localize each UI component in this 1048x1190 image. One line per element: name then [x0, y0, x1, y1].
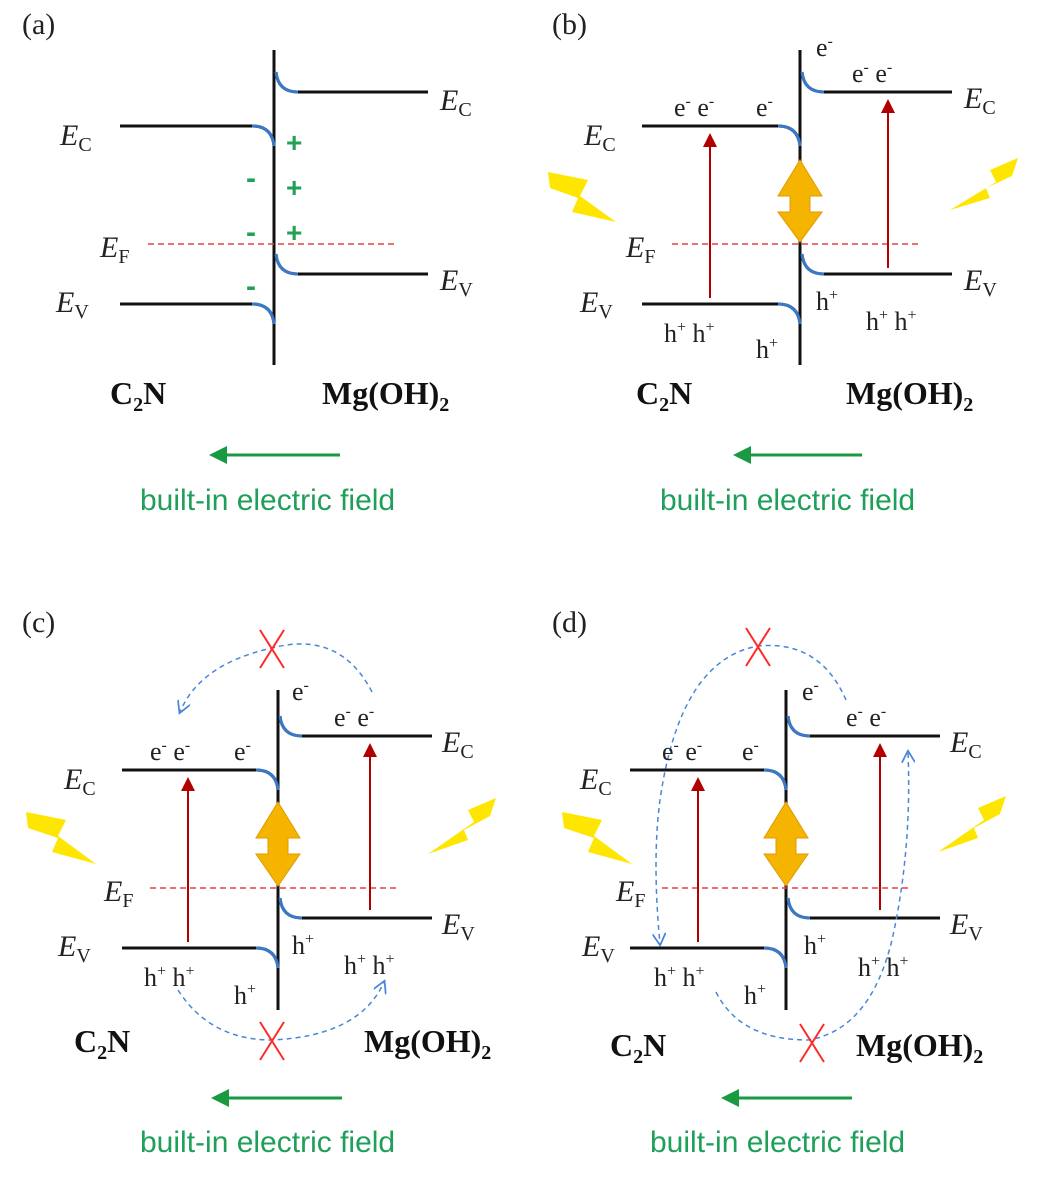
light-bolt-icon — [428, 798, 496, 854]
ec-right-label: EC — [439, 84, 472, 121]
light-bolt-icon — [26, 812, 96, 864]
ec-left-label: EC — [583, 119, 616, 156]
c2n-label: C2N — [636, 375, 692, 416]
c2n-label: C2N — [74, 1023, 130, 1064]
hole-label: h+ — [816, 287, 838, 316]
blocked-hole-path — [177, 982, 384, 1041]
panel-d-label: (d) — [552, 606, 587, 639]
field-label: built-in electric field — [660, 484, 915, 517]
c2n-label: C2N — [610, 1027, 666, 1068]
hole-label: h+ h+ — [144, 963, 195, 992]
mgoh2-label: Mg(OH)2 — [846, 375, 973, 416]
c2n-label: C2N — [110, 375, 166, 416]
hole-label: h+ h+ — [344, 951, 395, 980]
panel-b: (b) EC EC EF EV EV e- e- e- e- e- e- h+ … — [548, 8, 1018, 517]
positive-charge: + — [286, 217, 302, 248]
panel-b-label: (b) — [552, 8, 587, 41]
blocked-electron-path — [656, 644, 847, 944]
electron-label: e- e- — [674, 93, 714, 122]
ev-right-label: EV — [439, 264, 473, 301]
ec-left-label: EC — [59, 119, 92, 156]
hole-label: h+ — [756, 335, 778, 364]
c2n-valence-band — [120, 302, 276, 325]
mgoh2-valence-band — [274, 253, 428, 276]
mgoh2-label: Mg(OH)2 — [322, 375, 449, 416]
light-bolt-icon — [938, 796, 1006, 852]
electron-label: e- — [234, 737, 251, 766]
ev-left-label: EV — [579, 286, 613, 323]
electron-label: e- — [802, 677, 819, 706]
ev-right-label: EV — [949, 908, 983, 945]
charge-transfer-arrow — [763, 801, 809, 887]
electron-label: e- — [292, 677, 309, 706]
c2n-conduction-band — [630, 768, 788, 791]
mgoh2-valence-band — [800, 253, 952, 276]
mgoh2-valence-band — [786, 897, 940, 920]
hole-label: h+ — [234, 981, 256, 1010]
electron-label: e- e- — [150, 737, 190, 766]
blocked-cross-icon — [745, 627, 771, 667]
panel-c: (c) EC EC EF EV EV e- e- e- e- e- e- h+ … — [22, 606, 496, 1159]
ev-right-label: EV — [963, 264, 997, 301]
electron-label: e- e- — [846, 703, 886, 732]
electron-label: e- e- — [852, 59, 892, 88]
field-label: built-in electric field — [140, 484, 395, 517]
c2n-conduction-band — [642, 124, 802, 147]
ef-label: EF — [625, 231, 655, 268]
panel-a-label: (a) — [22, 8, 55, 41]
light-bolt-icon — [548, 172, 616, 222]
hole-label: h+ h+ — [858, 953, 909, 982]
ef-label: EF — [99, 231, 129, 268]
electron-label: e- e- — [334, 703, 374, 732]
hole-label: h+ h+ — [866, 307, 917, 336]
hole-label: h+ — [804, 931, 826, 960]
charge-transfer-arrow — [777, 159, 823, 243]
light-bolt-icon — [562, 812, 632, 864]
ef-label: EF — [103, 875, 133, 912]
ev-left-label: EV — [581, 930, 615, 967]
mgoh2-label: Mg(OH)2 — [856, 1027, 983, 1068]
hole-label: h+ h+ — [654, 963, 705, 992]
electron-label: e- — [816, 33, 833, 62]
ec-right-label: EC — [963, 82, 996, 119]
ev-left-label: EV — [55, 286, 89, 323]
light-bolt-icon — [950, 158, 1018, 210]
ev-right-label: EV — [441, 908, 475, 945]
blocked-cross-icon — [799, 1023, 825, 1063]
negative-charge: - — [246, 162, 256, 195]
electron-label: e- e- — [662, 737, 702, 766]
ec-right-label: EC — [441, 726, 474, 763]
hole-label: h+ — [292, 931, 314, 960]
ev-left-label: EV — [57, 930, 91, 967]
panel-d: (d) EC EC EF EV EV e- e- e- e- e- e- h+ … — [552, 606, 1006, 1159]
ec-left-label: EC — [63, 763, 96, 800]
negative-charge: - — [246, 216, 256, 249]
positive-charge: + — [286, 172, 302, 203]
ef-label: EF — [615, 875, 645, 912]
c2n-conduction-band — [122, 768, 280, 791]
c2n-conduction-band — [120, 124, 276, 147]
negative-charge: - — [246, 270, 256, 303]
panel-a: (a) EC EC EF EV EV + + + - - - C2N Mg(OH… — [22, 8, 473, 517]
mgoh2-valence-band — [278, 897, 432, 920]
field-label: built-in electric field — [650, 1126, 905, 1159]
electron-label: e- — [756, 93, 773, 122]
charge-transfer-arrow — [255, 801, 301, 887]
hole-label: h+ — [744, 981, 766, 1010]
positive-charge: + — [286, 127, 302, 158]
field-label: built-in electric field — [140, 1126, 395, 1159]
ec-right-label: EC — [949, 726, 982, 763]
mgoh2-label: Mg(OH)2 — [364, 1023, 491, 1064]
blocked-cross-icon — [259, 1021, 285, 1061]
hole-label: h+ h+ — [664, 319, 715, 348]
panel-c-label: (c) — [22, 606, 55, 639]
ec-left-label: EC — [579, 763, 612, 800]
electron-label: e- — [742, 737, 759, 766]
blocked-cross-icon — [259, 629, 285, 669]
mgoh2-conduction-band — [274, 71, 428, 94]
